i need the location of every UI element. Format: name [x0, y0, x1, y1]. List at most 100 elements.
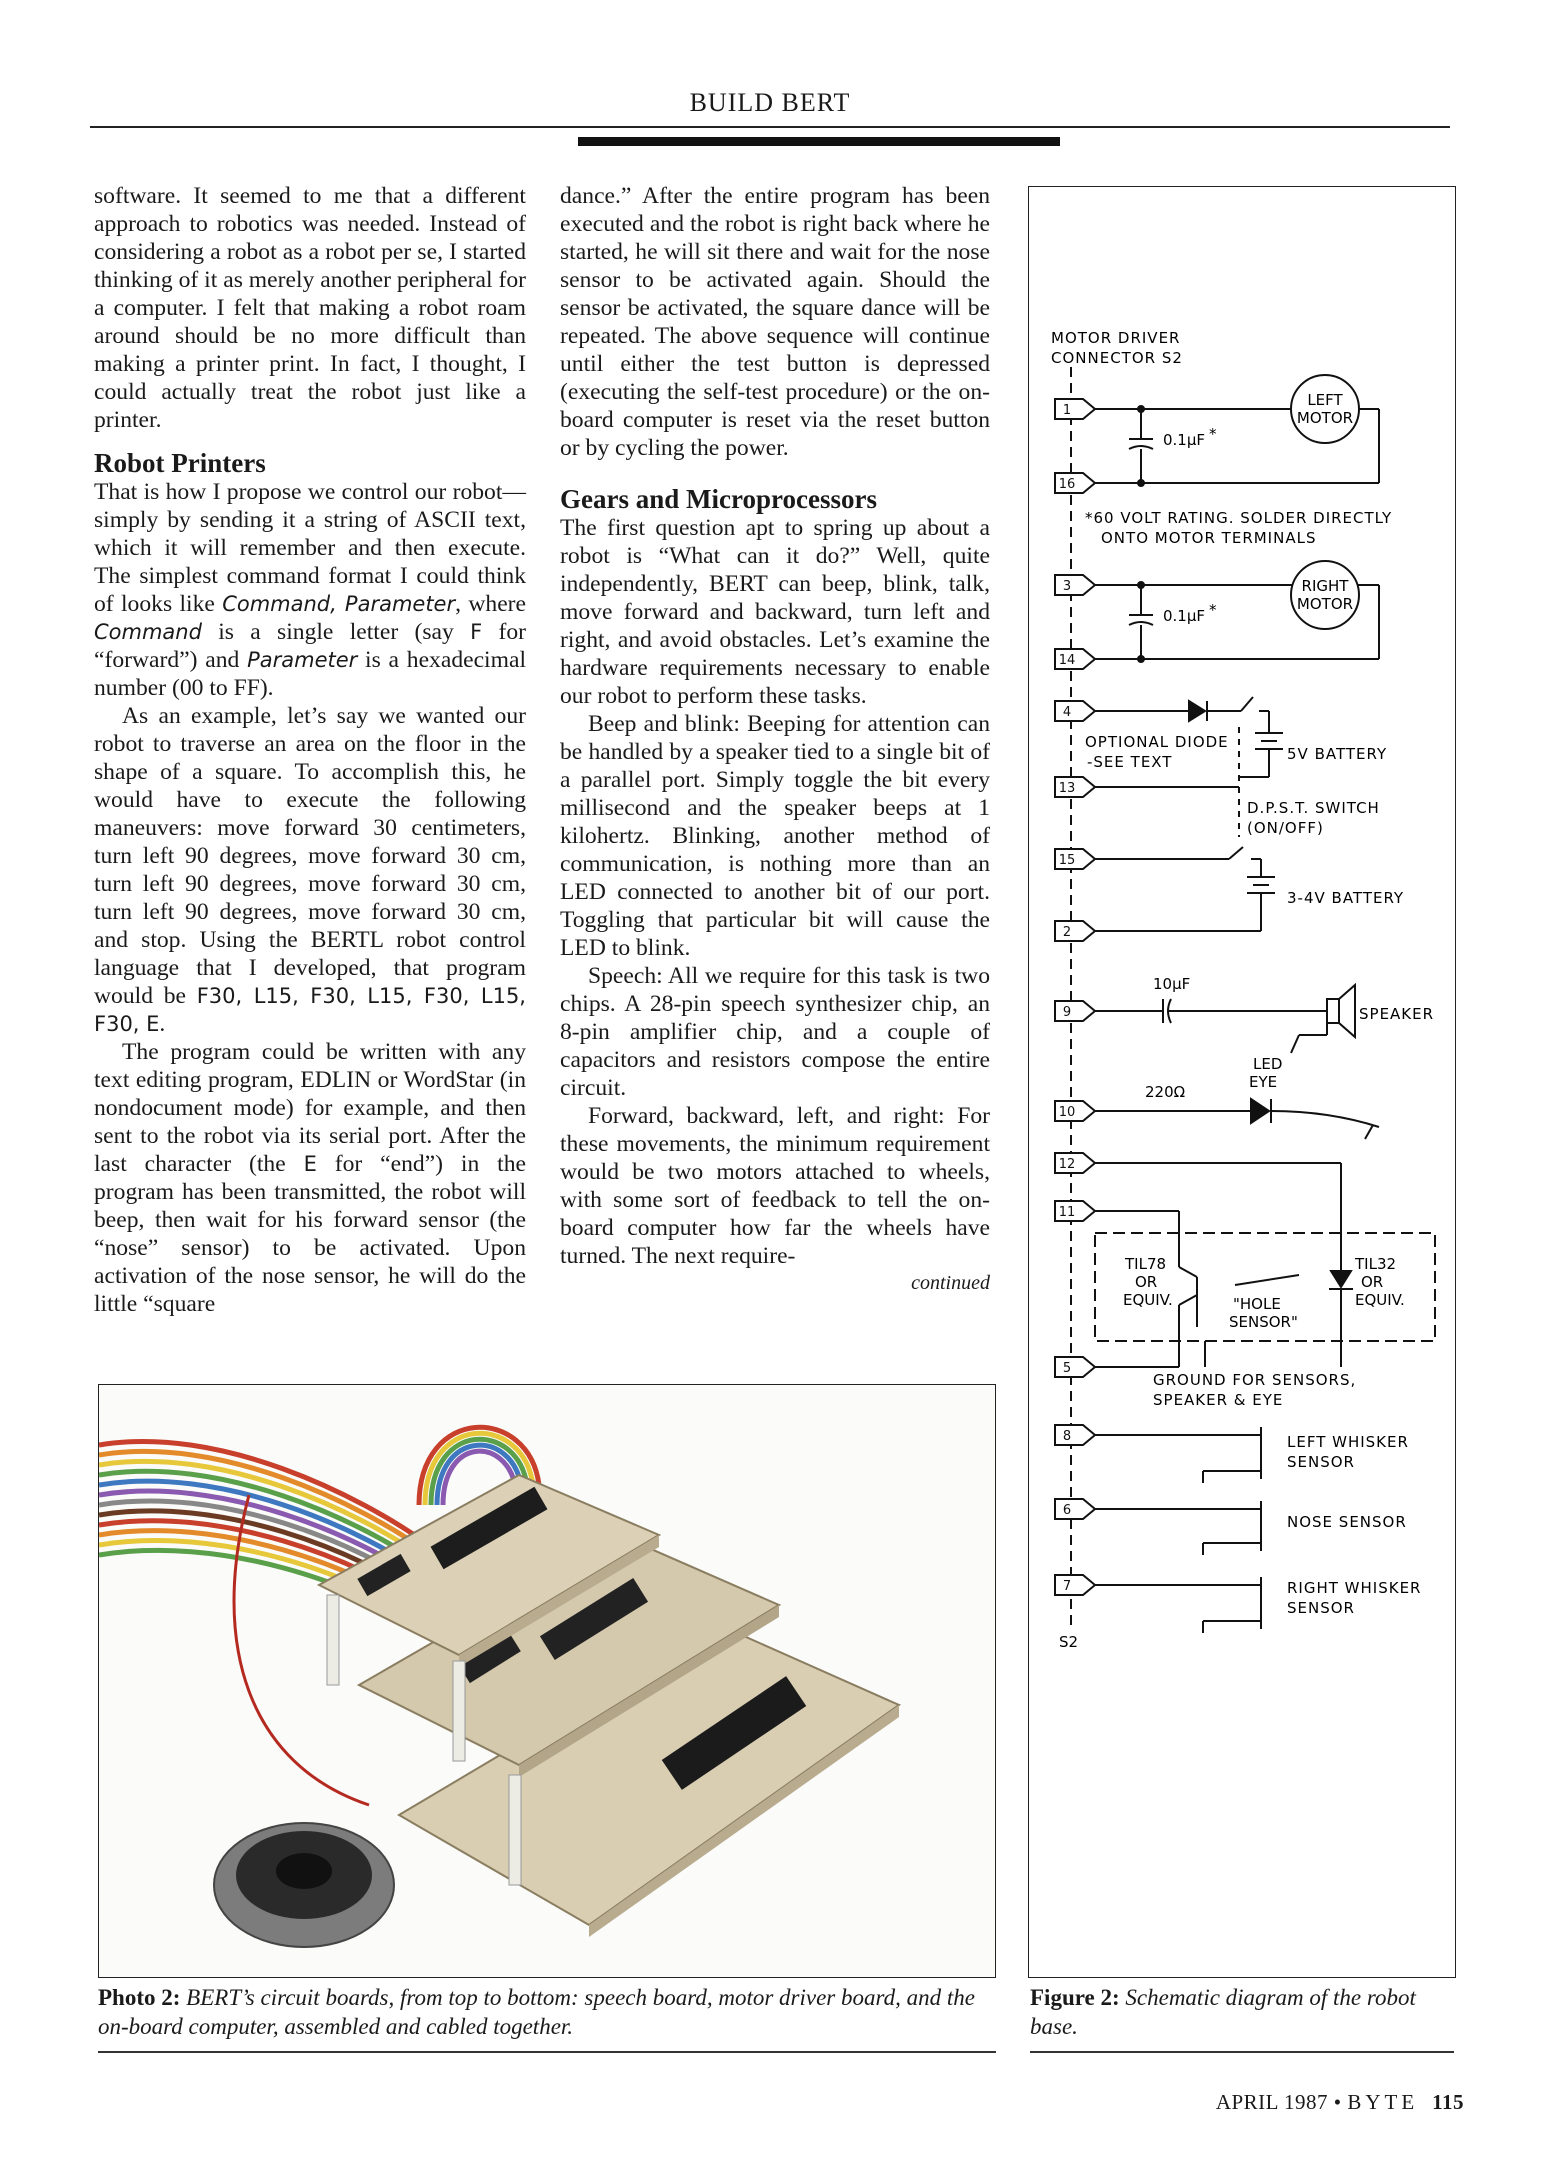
left-whisker-label: SENSOR — [1287, 1453, 1355, 1471]
header-bar — [578, 137, 1060, 146]
connector-pin: 7 — [1054, 1574, 1097, 1596]
connector-pin-number: 6 — [1063, 1503, 1071, 1518]
connector-pin: 8 — [1054, 1424, 1097, 1446]
caption-rule — [1030, 2051, 1454, 2053]
left-whisker-label: LEFT WHISKER — [1287, 1433, 1409, 1451]
connector-pin-number: 3 — [1063, 579, 1071, 594]
cap-star: * — [1209, 425, 1217, 443]
connector-pin: 1 — [1054, 398, 1097, 420]
section-heading: Robot Printers — [94, 448, 266, 478]
connector-pin: 16 — [1054, 472, 1097, 494]
continued-note: continued — [911, 1272, 990, 1294]
left-motor-label: MOTOR — [1297, 409, 1353, 427]
cap-note: *60 VOLT RATING. SOLDER DIRECTLY — [1085, 509, 1392, 527]
connector-pin-number: 8 — [1063, 1429, 1071, 1444]
connector-pin-number: 2 — [1063, 925, 1071, 940]
til32-label: TIL32 — [1354, 1255, 1396, 1273]
connector-pin: 3 — [1054, 574, 1097, 596]
cap10-label: 10μF — [1153, 975, 1190, 993]
connector-pin-number: 4 — [1063, 705, 1071, 720]
header-rule — [90, 126, 1450, 128]
cap-label: 0.1μF — [1163, 431, 1205, 449]
switch-label: D.P.S.T. SWITCH — [1247, 799, 1380, 817]
connector-pin: 12 — [1054, 1152, 1097, 1174]
connector-pin-number: 10 — [1059, 1105, 1076, 1120]
cap-label: 0.1μF — [1163, 607, 1205, 625]
connector-pin: 10 — [1054, 1100, 1097, 1122]
ground-label: GROUND FOR SENSORS, — [1153, 1371, 1356, 1389]
battery-5v-label: 5V BATTERY — [1287, 745, 1387, 763]
running-header: BUILD BERT — [90, 88, 1450, 146]
cap-note: ONTO MOTOR TERMINALS — [1101, 529, 1316, 547]
schematic-title: CONNECTOR S2 — [1051, 349, 1183, 367]
resistor-label: 220Ω — [1145, 1083, 1185, 1101]
caption-rule — [98, 2051, 996, 2053]
connector-pin: 14 — [1054, 648, 1097, 670]
s2-label: S2 — [1059, 1633, 1078, 1651]
paragraph: As an example, let’s say we wanted our r… — [94, 703, 526, 1037]
til78-label: EQUIV. — [1123, 1291, 1173, 1309]
connector-pin-number: 7 — [1063, 1579, 1071, 1594]
connector-pin-number: 9 — [1063, 1005, 1071, 1020]
connector-pin: 9 — [1054, 1000, 1097, 1022]
section-heading: Gears and Microprocessors — [560, 484, 877, 514]
hole-sensor-label: SENSOR" — [1229, 1313, 1298, 1331]
connector-pin: 6 — [1054, 1498, 1097, 1520]
led-label: EYE — [1249, 1073, 1277, 1091]
connector-pin-number: 16 — [1059, 477, 1076, 492]
connector-pin-number: 14 — [1059, 653, 1076, 668]
schematic-diagram: MOTOR DRIVER CONNECTOR S2 11631441315291… — [1051, 329, 1436, 1651]
photo-circuit-boards — [98, 1384, 996, 1978]
connector-pin-number: 15 — [1059, 853, 1076, 868]
schematic-title: MOTOR DRIVER — [1051, 329, 1180, 347]
figure-caption: Figure 2: Schematic diagram of the robot… — [1030, 1985, 1416, 2039]
paragraph: Beep and blink: Beeping for attention ca… — [560, 711, 990, 961]
paragraph: That is how I propose we control our rob… — [94, 479, 527, 701]
paragraph: Forward, backward, left, and right: For … — [560, 1103, 990, 1269]
ground-label: SPEAKER & EYE — [1153, 1391, 1283, 1409]
connector-pin: 13 — [1054, 776, 1097, 798]
til32-label: OR — [1361, 1273, 1383, 1291]
page-number: 115 — [1432, 2090, 1464, 2114]
page-footer: APRIL 1987 • BYTE 115 — [1216, 2090, 1464, 2115]
battery-34v-label: 3-4V BATTERY — [1287, 889, 1404, 907]
connector-pin: 15 — [1054, 848, 1097, 870]
connector-pin-number: 5 — [1063, 1361, 1071, 1376]
header-title: BUILD BERT — [689, 88, 851, 117]
right-motor-label: RIGHT — [1302, 577, 1350, 595]
paragraph: dance.” After the entire program has bee… — [560, 183, 990, 461]
hole-sensor-label: "HOLE — [1233, 1295, 1281, 1313]
left-motor-label: LEFT — [1307, 391, 1343, 409]
right-motor-label: MOTOR — [1297, 595, 1353, 613]
paragraph: The program could be written with any te… — [94, 1039, 526, 1317]
cap-star: * — [1209, 601, 1217, 619]
text-column-2: dance.” After the entire program has bee… — [560, 182, 990, 1296]
led-label: LED — [1253, 1055, 1282, 1073]
footer-date: APRIL 1987 • — [1215, 2090, 1342, 2114]
connector-pin: 4 — [1054, 700, 1097, 722]
circuit-board-illustration — [99, 1424, 902, 1948]
connector-pin-number: 11 — [1059, 1205, 1076, 1220]
speaker-label: SPEAKER — [1359, 1005, 1434, 1023]
footer-magazine: BYTE — [1347, 2090, 1419, 2114]
paragraph: The first question apt to spring up abou… — [560, 515, 990, 709]
right-whisker-label: SENSOR — [1287, 1599, 1355, 1617]
text-column-1: software. It seemed to me that a differe… — [94, 182, 526, 1318]
paragraph: Speech: All we require for this task is … — [560, 963, 990, 1101]
right-whisker-label: RIGHT WHISKER — [1287, 1579, 1421, 1597]
connector-pin: 11 — [1054, 1200, 1097, 1222]
til32-label: EQUIV. — [1355, 1291, 1405, 1309]
switch-label: (ON/OFF) — [1247, 819, 1324, 837]
til78-label: OR — [1135, 1273, 1157, 1291]
connector-pin: 2 — [1054, 920, 1097, 942]
photo-caption: Photo 2: BERT’s circuit boards, from top… — [98, 1985, 975, 2039]
connector-pin-number: 12 — [1059, 1157, 1076, 1172]
diode-label: OPTIONAL DIODE — [1085, 733, 1229, 751]
connector-pin-number: 13 — [1059, 781, 1076, 796]
diode-label: -SEE TEXT — [1087, 753, 1172, 771]
til78-label: TIL78 — [1124, 1255, 1166, 1273]
paragraph: software. It seemed to me that a differe… — [94, 183, 526, 433]
nose-sensor-label: NOSE SENSOR — [1287, 1513, 1407, 1531]
connector-pin-number: 1 — [1063, 403, 1071, 418]
